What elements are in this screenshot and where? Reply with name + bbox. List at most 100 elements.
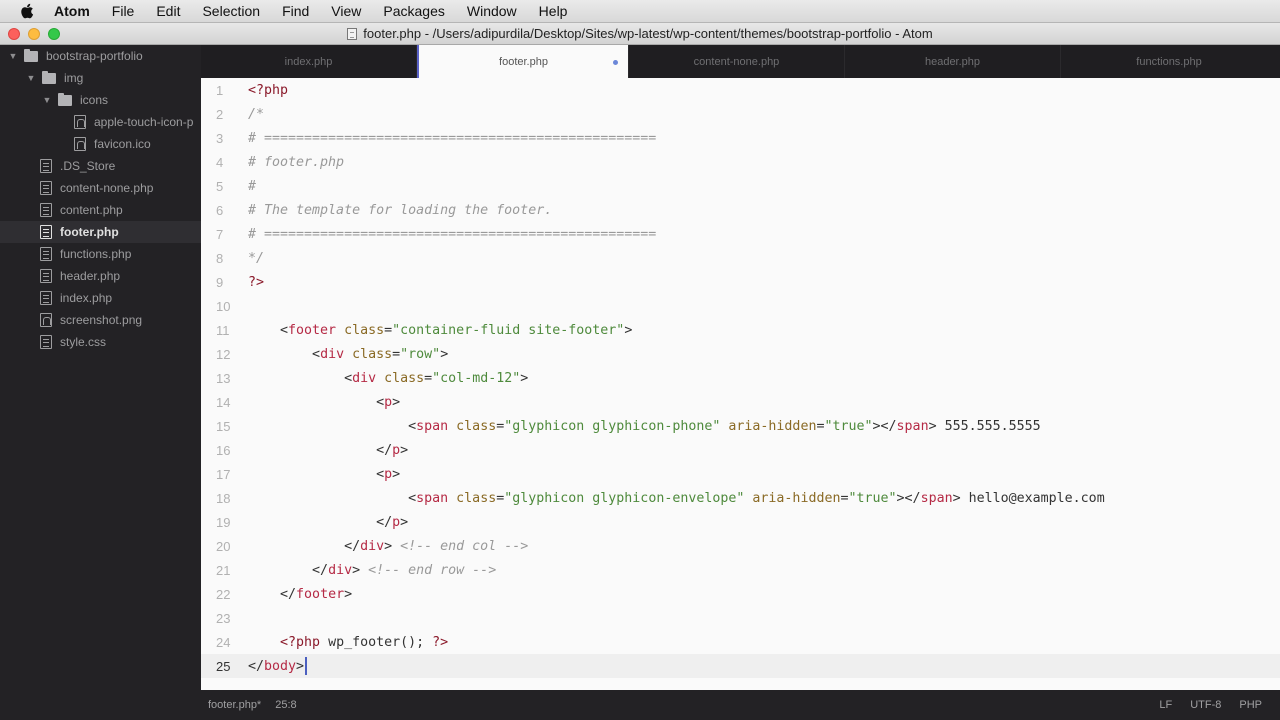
code-line[interactable]: 1 <?php — [201, 78, 1280, 102]
minimize-window-button[interactable] — [28, 28, 40, 40]
code-line[interactable]: 17 <p> — [201, 462, 1280, 486]
code-text: <span class="glyphicon glyphicon-phone" … — [248, 418, 1041, 434]
tree-item-header[interactable]: header.php — [0, 265, 201, 287]
tree-root-folder[interactable]: ▼ bootstrap-portfolio — [0, 45, 201, 67]
menu-window[interactable]: Window — [466, 3, 517, 19]
zoom-window-button[interactable] — [48, 28, 60, 40]
code-line[interactable]: 21 </div> <!-- end row --> — [201, 558, 1280, 582]
menu-help[interactable]: Help — [538, 3, 568, 19]
close-window-button[interactable] — [8, 28, 20, 40]
tree-item-label: .DS_Store — [60, 159, 116, 173]
line-number: 25 — [216, 658, 231, 674]
line-number: 18 — [216, 490, 231, 506]
code-line[interactable]: 10 — [201, 294, 1280, 318]
menu-app[interactable]: Atom — [54, 3, 90, 19]
code-line[interactable]: 20 </div> <!-- end col --> — [201, 534, 1280, 558]
code-line[interactable]: 7# =====================================… — [201, 222, 1280, 246]
folder-icon — [42, 70, 56, 84]
line-number: 1 — [216, 82, 224, 98]
code-line[interactable]: 24 <?php wp_footer(); ?> — [201, 630, 1280, 654]
tree-item-index[interactable]: index.php — [0, 287, 201, 309]
code-text: <span class="glyphicon glyphicon-envelop… — [248, 490, 1105, 506]
code-line[interactable]: 9?> — [201, 270, 1280, 294]
tab-index-php[interactable]: index.php — [201, 45, 417, 78]
text-file-icon — [40, 159, 52, 173]
line-number: 10 — [216, 298, 231, 314]
code-text: </body> — [248, 657, 308, 675]
menu-edit[interactable]: Edit — [156, 3, 181, 19]
status-grammar[interactable]: PHP — [1239, 699, 1262, 711]
tab-bar: index.php footer.php content-none.php he… — [201, 45, 1280, 78]
code-editor[interactable]: 1 <?php 2/*3# ============================… — [201, 78, 1280, 690]
tab-content-none-php[interactable]: content-none.php — [629, 45, 845, 78]
tree-item-icons[interactable]: ▼ icons — [0, 89, 201, 111]
code-line[interactable]: 6 # The template for loading the footer. — [201, 198, 1280, 222]
code-line[interactable]: 4# footer.php — [201, 150, 1280, 174]
text-file-icon — [40, 181, 52, 195]
line-number: 23 — [216, 610, 231, 626]
tab-functions-php[interactable]: functions.php — [1061, 45, 1277, 78]
code-text: # The template for loading the footer. — [248, 202, 553, 218]
code-line[interactable]: 18 <span class="glyphicon glyphicon-enve… — [201, 486, 1280, 510]
code-text: <?php — [248, 82, 289, 98]
chevron-down-icon: ▼ — [42, 95, 52, 105]
tree-item-label: screenshot.png — [60, 313, 143, 327]
code-line[interactable]: 3# =====================================… — [201, 126, 1280, 150]
tree-item-screenshot[interactable]: screenshot.png — [0, 309, 201, 331]
menu-selection[interactable]: Selection — [202, 3, 261, 19]
tree-item-style[interactable]: style.css — [0, 331, 201, 353]
menu-bar: Atom File Edit Selection Find View Packa… — [0, 0, 1280, 22]
tree-item-img[interactable]: ▼ img — [0, 67, 201, 89]
status-line-ending[interactable]: LF — [1159, 699, 1173, 711]
code-line[interactable]: 23 — [201, 606, 1280, 630]
tree-item-favicon[interactable]: favicon.ico — [0, 133, 201, 155]
menu-file[interactable]: File — [111, 3, 135, 19]
project-tree: ▼ bootstrap-portfolio ▼ img ▼ icons appl… — [0, 45, 201, 716]
menu-view[interactable]: View — [331, 3, 362, 19]
apple-logo-icon[interactable] — [20, 3, 36, 19]
tree-item-apple-touch-icon[interactable]: apple-touch-icon-p — [0, 111, 201, 133]
code-text: </div> <!-- end col --> — [248, 538, 529, 554]
line-number: 11 — [216, 322, 230, 338]
code-line[interactable]: 19 </p> — [201, 510, 1280, 534]
line-number: 17 — [216, 466, 231, 482]
line-number: 15 — [216, 418, 231, 434]
code-line[interactable]: 15 <span class="glyphicon glyphicon-phon… — [201, 414, 1280, 438]
menu-find[interactable]: Find — [282, 3, 310, 19]
code-line[interactable]: 14 <p> — [201, 390, 1280, 414]
modified-indicator-icon[interactable] — [613, 60, 618, 65]
code-line[interactable]: 5# — [201, 174, 1280, 198]
code-text: </footer> — [248, 586, 353, 602]
code-line[interactable]: 2/* — [201, 102, 1280, 126]
status-encoding[interactable]: UTF-8 — [1190, 699, 1222, 711]
menu-packages[interactable]: Packages — [383, 3, 445, 19]
tree-item-content-none[interactable]: content-none.php — [0, 177, 201, 199]
code-line[interactable]: 22 </footer> — [201, 582, 1280, 606]
tab-footer-php[interactable]: footer.php — [417, 45, 629, 78]
tree-item-label: header.php — [60, 269, 121, 283]
tree-item-footer[interactable]: footer.php — [0, 221, 201, 243]
chevron-down-icon: ▼ — [26, 73, 36, 83]
tree-item-functions[interactable]: functions.php — [0, 243, 201, 265]
code-line[interactable]: 25 </body> — [201, 654, 1280, 678]
line-number: 6 — [216, 202, 224, 218]
tree-item-content[interactable]: content.php — [0, 199, 201, 221]
code-line[interactable]: 8*/ — [201, 246, 1280, 270]
code-line[interactable]: 16 </p> — [201, 438, 1280, 462]
line-number: 21 — [216, 562, 231, 578]
code-line[interactable]: 12 <div class="row"> — [201, 342, 1280, 366]
tab-header-php[interactable]: header.php — [845, 45, 1061, 78]
code-line[interactable]: 13 <div class="col-md-12"> — [201, 366, 1280, 390]
tree-item-label: content-none.php — [60, 181, 154, 195]
tree-item-label: footer.php — [60, 225, 119, 239]
code-line[interactable]: 11 <footer class="container-fluid site-f… — [201, 318, 1280, 342]
line-number: 7 — [216, 226, 224, 242]
tab-label: footer.php — [499, 55, 548, 68]
tree-item-label: favicon.ico — [94, 137, 151, 151]
code-text: </div> <!-- end row --> — [248, 562, 497, 578]
status-cursor-position[interactable]: 25:8 — [275, 699, 297, 711]
line-number: 8 — [216, 250, 224, 266]
tree-item-ds-store[interactable]: .DS_Store — [0, 155, 201, 177]
line-number: 20 — [216, 538, 231, 554]
status-file-name[interactable]: footer.php* — [208, 699, 262, 711]
